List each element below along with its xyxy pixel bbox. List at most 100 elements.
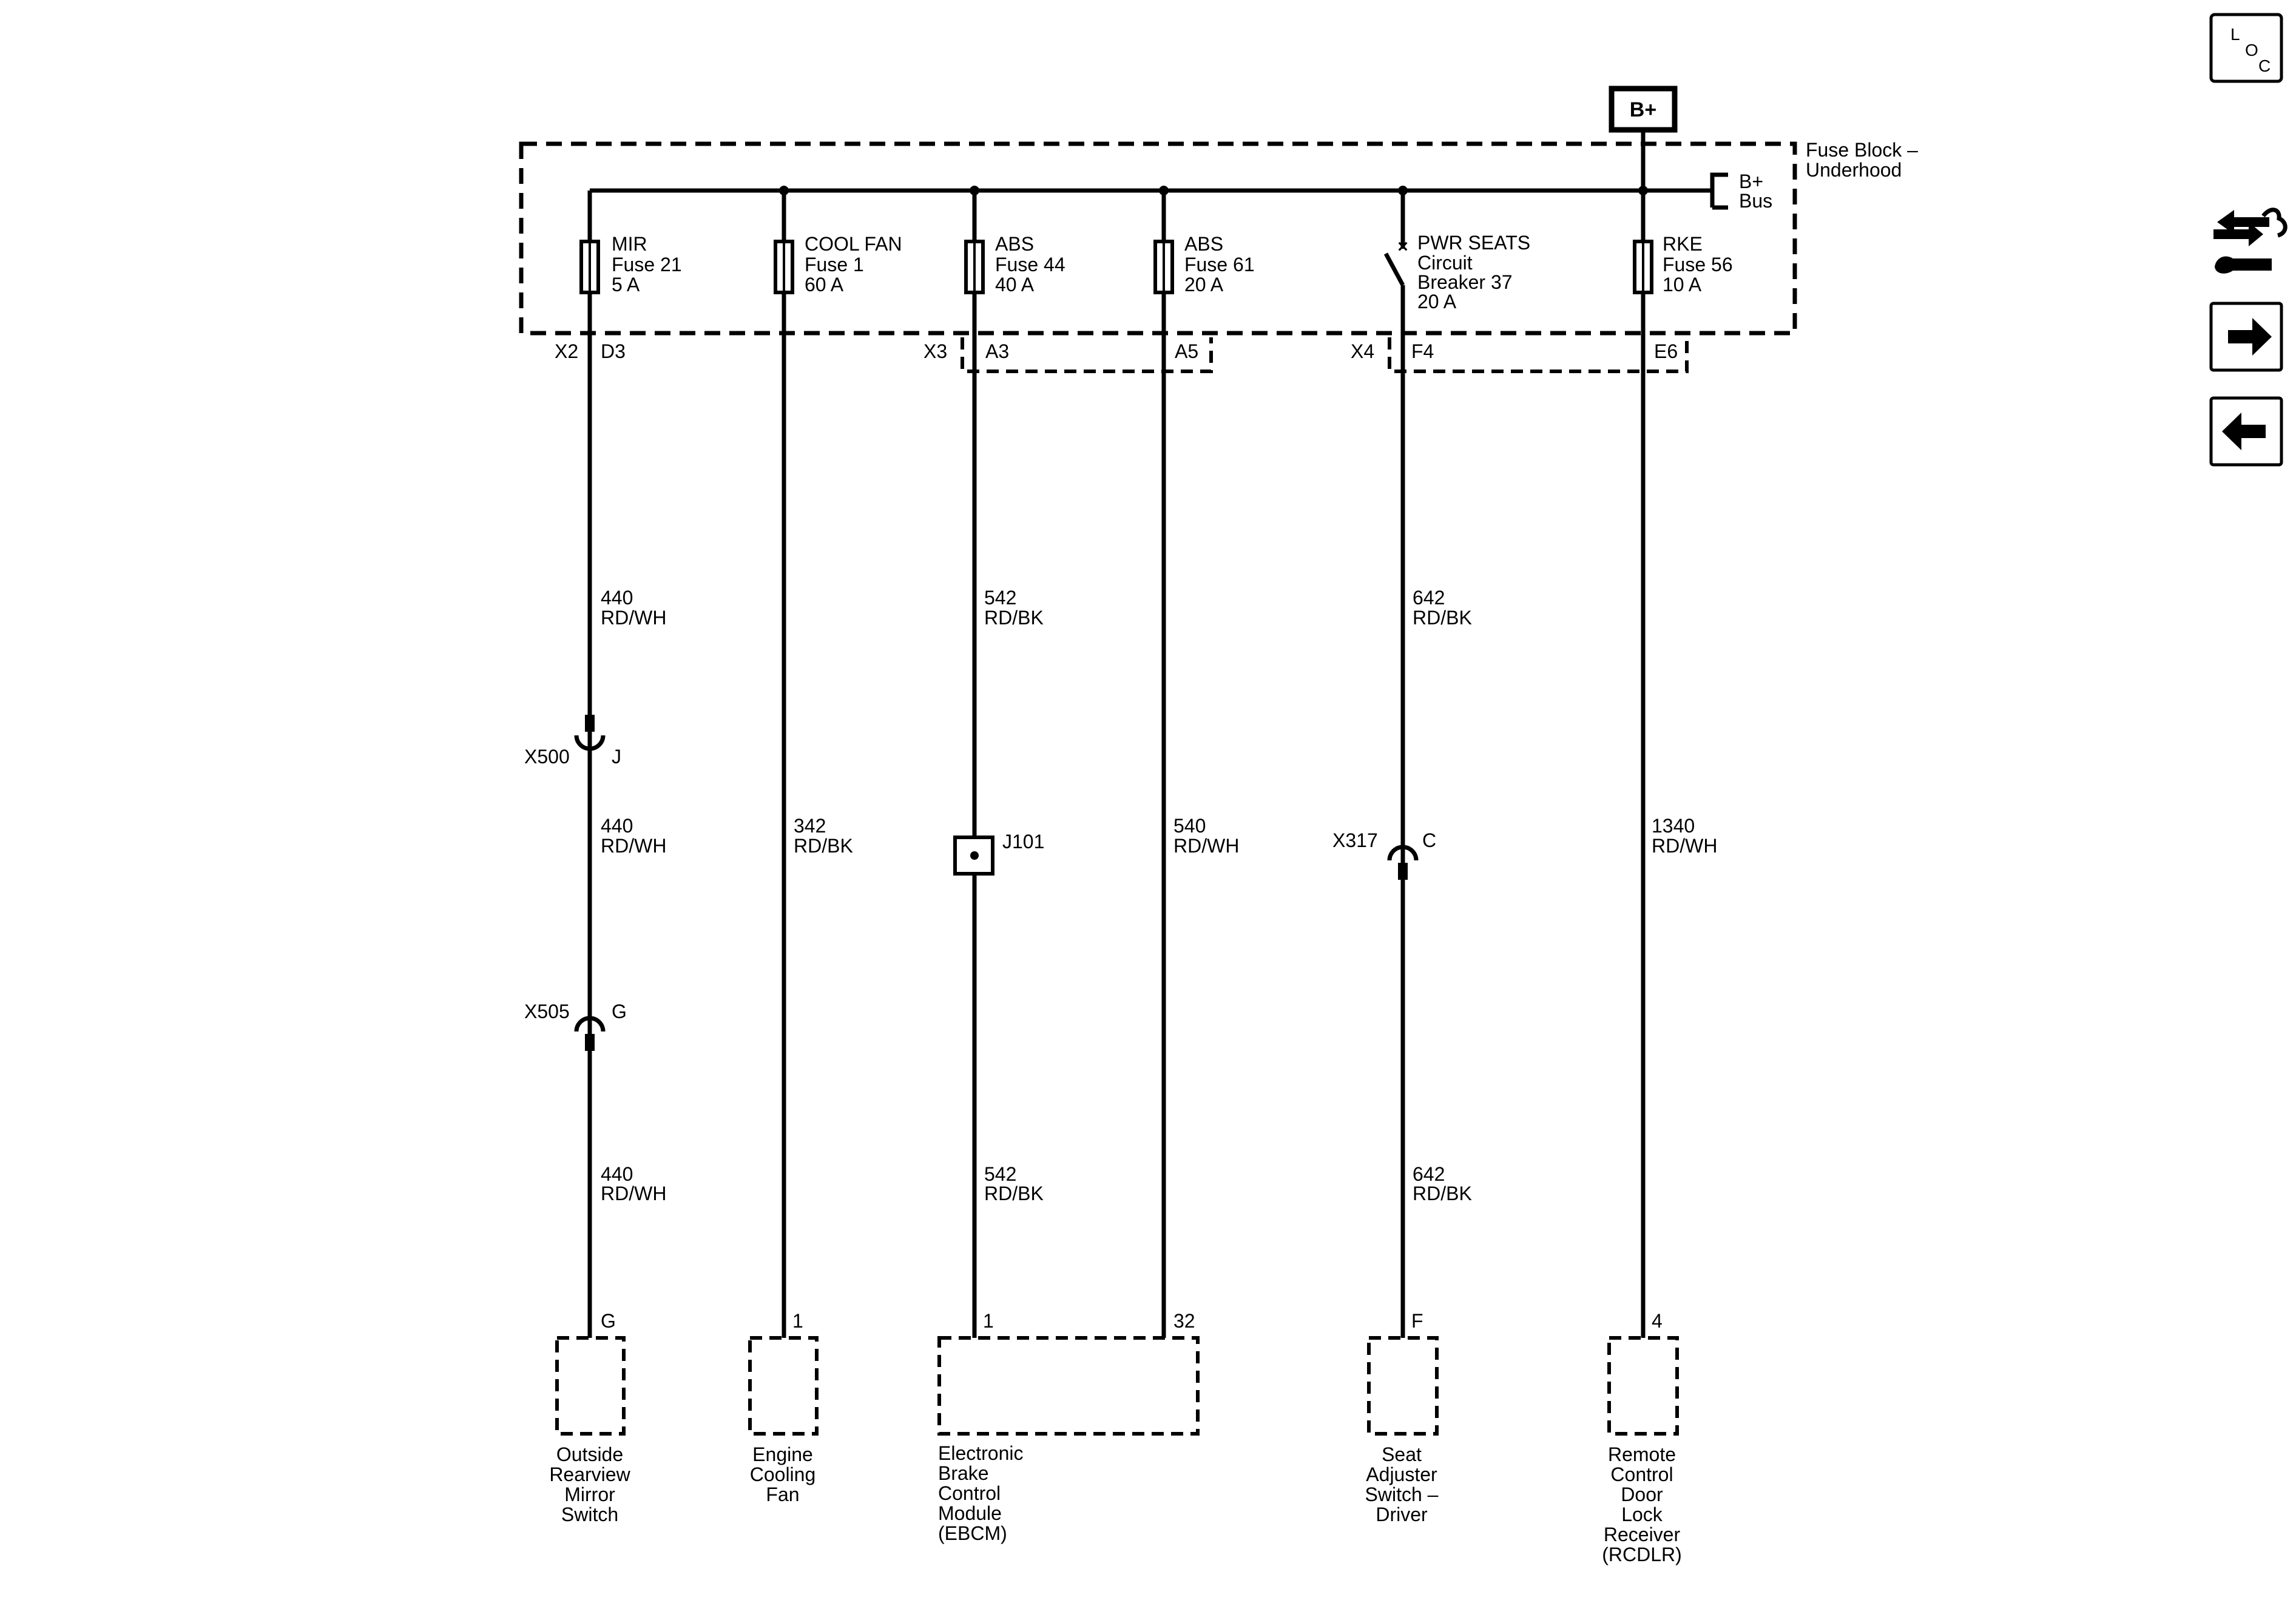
diagram-label: G xyxy=(612,1001,627,1022)
diagram-label: RD/WH xyxy=(1173,835,1239,857)
diagram-label: A3 xyxy=(985,340,1009,362)
diagram-label: Brake xyxy=(938,1462,989,1484)
diagram-label: Switch xyxy=(561,1504,618,1525)
next-arrow-icon[interactable] xyxy=(2209,302,2283,372)
diagram-label: X4 xyxy=(1351,340,1374,362)
fuse-block-connectors: X2 D3 X3 A3 A5 X4 F4 E6 xyxy=(555,337,1689,373)
connector-x505: X505 G xyxy=(524,1001,627,1051)
diagram-label: Adjuster xyxy=(1366,1463,1437,1485)
diagram-label: L xyxy=(2230,25,2240,44)
diagram-label: 440 xyxy=(601,587,633,609)
loc-button[interactable]: L O C xyxy=(2209,13,2283,83)
diagram-label: RD/BK xyxy=(984,607,1044,629)
service-tools-icon[interactable] xyxy=(2213,208,2288,274)
diagram-label: J xyxy=(612,746,621,768)
wire-labels: 440 RD/WH 440 RD/WH 440 RD/WH 342 RD/BK … xyxy=(601,587,1717,1204)
diagram-label: 20 A xyxy=(1417,291,1457,312)
diagram-label: RD/BK xyxy=(1413,607,1472,629)
diagram-label: 440 xyxy=(601,815,633,837)
splice-j101: J101 xyxy=(953,831,1044,876)
diagram-label: Engine xyxy=(752,1443,813,1465)
diagram-label: × xyxy=(1397,237,1408,257)
diagram-label: COOL FAN xyxy=(805,233,902,255)
diagram-label: Cooling xyxy=(750,1463,816,1485)
diagram-label: X500 xyxy=(524,746,570,768)
diagram-label: D3 xyxy=(601,340,626,362)
diagram-label: Door xyxy=(1621,1484,1663,1505)
fuse-abs-44: ABS Fuse 44 40 A xyxy=(964,191,1065,1338)
diagram-label: Fuse 56 xyxy=(1663,254,1733,275)
fuse-mir-21: MIR Fuse 21 5 A xyxy=(579,191,682,1338)
diagram-label: 642 xyxy=(1413,1163,1445,1185)
diagram-label: 40 A xyxy=(995,274,1035,295)
diagram-label: 1340 xyxy=(1652,815,1695,837)
connector-x317: X317 C xyxy=(1332,829,1436,880)
diagram-label: PWR SEATS xyxy=(1417,232,1530,254)
diagram-label: RD/WH xyxy=(1652,835,1717,857)
diagram-label: O xyxy=(2245,41,2258,59)
diagram-label: C xyxy=(2258,56,2271,75)
fuse-block-outline xyxy=(519,141,1797,336)
diagram-label: RD/WH xyxy=(601,835,666,857)
diagram-label: 440 xyxy=(601,1163,633,1185)
bus-label-1: B+ xyxy=(1739,170,1763,192)
diagram-label: MIR xyxy=(612,233,647,255)
diagram-label: RD/WH xyxy=(601,607,666,629)
diagram-label: Fan xyxy=(766,1484,799,1505)
diagram-label: Breaker 37 xyxy=(1417,271,1513,293)
diagram-label: X2 xyxy=(555,340,578,362)
fuse-abs-61: ABS Fuse 61 20 A xyxy=(1153,191,1255,1338)
diagram-label: Receiver xyxy=(1604,1524,1681,1545)
diagram-label: A5 xyxy=(1175,340,1198,362)
diagram-label: 1 xyxy=(983,1310,994,1332)
diagram-label: Control xyxy=(1610,1463,1673,1485)
diagram-label: 342 xyxy=(794,815,826,837)
diagram-label: Driver xyxy=(1376,1504,1428,1525)
diagram-label: Seat xyxy=(1382,1443,1422,1465)
diagram-label: 642 xyxy=(1413,587,1445,609)
connector-x500: X500 J xyxy=(524,715,621,768)
diagram-label: RD/BK xyxy=(984,1183,1044,1204)
diagram-label: G xyxy=(601,1310,616,1332)
diagram-label: Fuse 21 xyxy=(612,254,682,275)
diagram-label: 32 xyxy=(1173,1310,1195,1332)
component-rcdlr: 4 Remote Control Door Lock Receiver (RCD… xyxy=(1602,1310,1682,1565)
diagram-label: 4 xyxy=(1652,1310,1663,1332)
diagram-label: E6 xyxy=(1654,340,1678,362)
diagram-label: 10 A xyxy=(1663,274,1702,295)
diagram-label: F xyxy=(1411,1310,1423,1332)
b-plus-source: B+ xyxy=(1609,86,1678,191)
diagram-label: ABS xyxy=(995,233,1034,255)
diagram-label: Electronic xyxy=(938,1442,1024,1464)
diagram-label: Fuse 61 xyxy=(1184,254,1255,275)
bus-label-2: Bus xyxy=(1739,190,1772,212)
diagram-label: Fuse 44 xyxy=(995,254,1065,275)
diagram-label: Remote xyxy=(1608,1443,1676,1465)
diagram-label: X505 xyxy=(524,1001,570,1022)
component-outside-mirror-switch: G Outside Rearview Mirror Switch xyxy=(549,1310,630,1525)
diagram-label: 542 xyxy=(984,587,1016,609)
diagram-label: 1 xyxy=(792,1310,803,1332)
diagram-label: X3 xyxy=(923,340,947,362)
diagram-label: Control xyxy=(938,1482,1001,1504)
diagram-label: Switch – xyxy=(1365,1484,1439,1505)
fuse-cool-fan-1: COOL FAN Fuse 1 60 A xyxy=(774,191,902,1338)
diagram-label: RD/WH xyxy=(601,1183,666,1204)
diagram-label: RD/BK xyxy=(1413,1183,1472,1204)
diagram-label: Circuit xyxy=(1417,252,1473,274)
component-ebcm: 1 32 Electronic Brake Control Module (EB… xyxy=(937,1310,1200,1544)
component-seat-adjuster-switch: F Seat Adjuster Switch – Driver xyxy=(1365,1310,1439,1525)
diagram-label: 540 xyxy=(1173,815,1206,837)
previous-arrow-icon[interactable] xyxy=(2209,396,2283,467)
b-plus-bus-bracket xyxy=(1643,172,1728,193)
diagram-label: Lock xyxy=(1621,1504,1663,1525)
diagram-label: 542 xyxy=(984,1163,1016,1185)
fuse-block-title: Fuse Block – xyxy=(1806,139,1918,161)
fuse-rke-56: RKE Fuse 56 10 A xyxy=(1633,191,1733,1338)
diagram-label: Rearview xyxy=(549,1463,630,1485)
diagram-label: J101 xyxy=(1002,831,1044,852)
component-engine-cooling-fan: 1 Engine Cooling Fan xyxy=(748,1310,819,1505)
diagram-label: 5 A xyxy=(612,274,640,295)
fuse-block-subtitle: Underhood xyxy=(1806,159,1902,181)
